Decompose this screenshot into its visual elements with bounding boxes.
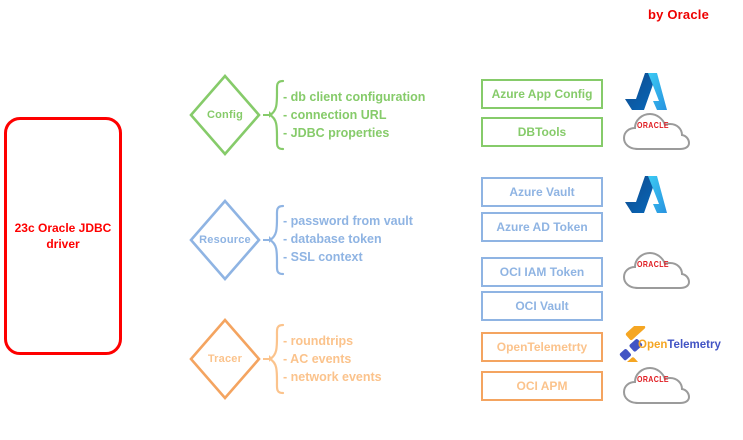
brace-resource-icon [263, 204, 285, 276]
bullets-tracer: - roundtrips - AC events - network event… [283, 332, 382, 386]
oracle-cloud-logo [622, 251, 691, 289]
bullet-item: - roundtrips [283, 334, 354, 348]
oracle-wordmark: ORACLE [637, 261, 669, 270]
azure-logo [625, 73, 667, 110]
service-box-azure-app-config[interactable]: Azure App Config [481, 79, 603, 109]
service-box-label: OCI APM [516, 379, 568, 393]
otel-word-open: Open [638, 339, 668, 351]
service-box-oci-vault[interactable]: OCI Vault [481, 291, 603, 321]
service-box-label: Azure Vault [509, 185, 575, 199]
service-box-opentelemetry[interactable]: OpenTelemetrty [481, 332, 603, 362]
bullet-item: - db client configuration [283, 90, 426, 104]
bullet-item: - network events [283, 370, 382, 384]
diamond-shape-icon [189, 199, 261, 281]
bullet-item: - JDBC properties [283, 126, 390, 140]
bullet-item: - password from vault [283, 214, 413, 228]
bullet-item: - AC events [283, 352, 352, 366]
diamond-config-label: Config [206, 109, 244, 121]
jdbc-driver-label: 23c Oracle JDBC driver [14, 221, 112, 251]
service-box-oci-iam-token[interactable]: OCI IAM Token [481, 257, 603, 287]
bullet-item: - SSL context [283, 250, 363, 264]
service-box-label: DBTools [517, 125, 567, 139]
service-box-label: Azure AD Token [496, 220, 588, 234]
service-box-azure-ad-token[interactable]: Azure AD Token [481, 212, 603, 242]
diamond-config: Config [189, 74, 261, 156]
diamond-shape-icon [189, 74, 261, 156]
service-box-label: OCI IAM Token [499, 265, 585, 279]
service-box-oci-apm[interactable]: OCI APM [481, 371, 603, 401]
oracle-cloud-logo [622, 366, 691, 404]
azure-logo [625, 176, 667, 213]
oracle-cloud-logo [622, 112, 691, 150]
by-oracle-credit: by Oracle [647, 7, 709, 22]
diamond-resource-label: Resource [199, 234, 251, 246]
service-box-label: OpenTelemetrty [496, 340, 588, 354]
service-box-azure-vault[interactable]: Azure Vault [481, 177, 603, 207]
diamond-tracer: Tracer [189, 318, 261, 400]
bullet-item: - connection URL [283, 108, 387, 122]
service-box-label: OCI Vault [515, 299, 569, 313]
oracle-wordmark: ORACLE [637, 122, 669, 131]
bullets-resource: - password from vault - database token -… [283, 212, 413, 266]
jdbc-driver-box: 23c Oracle JDBC driver [4, 117, 122, 355]
oracle-wordmark: ORACLE [637, 376, 669, 385]
bullets-config: - db client configuration - connection U… [283, 88, 425, 142]
brace-tracer-icon [263, 323, 285, 395]
diamond-tracer-label: Tracer [207, 353, 243, 365]
service-box-label: Azure App Config [491, 87, 593, 101]
bullet-item: - database token [283, 232, 382, 246]
service-box-dbtools[interactable]: DBTools [481, 117, 603, 147]
opentelemetry-wordmark: OpenTelemetry [638, 339, 721, 351]
opentelemetry-logo [619, 326, 646, 362]
diamond-resource: Resource [189, 199, 261, 281]
brace-config-icon [263, 79, 285, 151]
otel-word-telemetry: Telemetry [667, 339, 721, 351]
diamond-shape-icon [189, 318, 261, 400]
